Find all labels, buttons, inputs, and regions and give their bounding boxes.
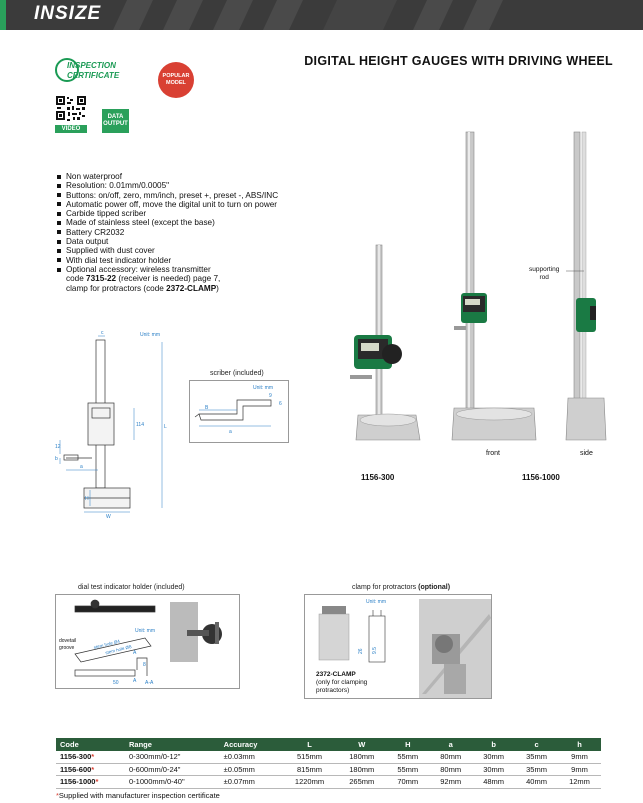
certificate-ring-icon: [55, 58, 79, 82]
svg-text:50: 50: [113, 680, 119, 686]
svg-text:Unit: mm: Unit: mm: [140, 332, 160, 338]
view-label-front: front: [486, 450, 501, 457]
table-header-row: Code Range Accuracy L W H a b c h: [56, 738, 601, 751]
brand-logo: INSIZE: [34, 3, 102, 24]
scriber-drawing: Unit: mm a B 9 6: [189, 380, 289, 443]
svg-text:A: A: [133, 678, 137, 684]
svg-text:b: b: [55, 456, 58, 462]
svg-text:H: H: [85, 496, 89, 502]
feature-item: Buttons: on/off, zero, mm/inch, preset +…: [55, 191, 278, 200]
feature-item: Automatic power off, move the digital un…: [55, 200, 278, 209]
svg-text:a: a: [80, 464, 83, 470]
svg-text:a: a: [229, 429, 232, 435]
svg-text:B: B: [205, 405, 209, 411]
header-band: [0, 0, 643, 30]
col-W: W: [337, 738, 387, 751]
svg-text:114: 114: [136, 422, 144, 428]
model-label-300: 1156-300: [361, 473, 395, 482]
feature-item-optional: Optional accessory: wireless transmitter…: [55, 265, 278, 293]
qr-code-icon[interactable]: [55, 95, 87, 127]
feature-item: With dial test indicator holder: [55, 256, 278, 265]
inspection-certificate-badge: INSPECTION CERTIFICATE: [55, 56, 135, 84]
svg-text:A: A: [133, 650, 137, 656]
clamp-caption: clamp for protractors (optional): [352, 584, 451, 591]
svg-text:stem hole Ø8: stem hole Ø8: [105, 644, 133, 655]
svg-text:8: 8: [143, 662, 146, 668]
col-a: a: [429, 738, 473, 751]
scriber-caption: scriber (included): [210, 370, 264, 377]
svg-text:12: 12: [55, 444, 61, 450]
svg-text:W: W: [106, 514, 111, 518]
col-code: Code: [56, 738, 126, 751]
svg-text:dovetail: dovetail: [59, 638, 76, 644]
footnote: *Supplied with manufacturer inspection c…: [56, 791, 220, 800]
svg-text:6: 6: [279, 401, 282, 407]
feature-item: Non waterproof: [55, 172, 278, 181]
svg-text:Unit: mm: Unit: mm: [366, 599, 386, 605]
col-c: c: [515, 738, 558, 751]
col-range: Range: [125, 738, 220, 751]
feature-item: Carbide tipped scriber: [55, 209, 278, 218]
feature-item: Data output: [55, 237, 278, 246]
model-label-1000: 1156-1000: [522, 473, 560, 482]
clamp-drawing: Unit: mm 26 9.5: [304, 594, 492, 699]
feature-item: Made of stainless steel (except the base…: [55, 218, 278, 227]
dial-holder-caption: dial test indicator holder (included): [78, 584, 185, 591]
specification-table: Code Range Accuracy L W H a b c h 1156-3…: [56, 738, 601, 789]
gauge-1156-300-photo: [350, 244, 421, 441]
height-gauge-drawing: Unit: mm c L 114 b 12 a H W: [55, 330, 167, 518]
svg-text:L: L: [164, 424, 167, 430]
svg-text:Unit: mm: Unit: mm: [253, 385, 273, 391]
svg-text:26: 26: [358, 648, 364, 654]
svg-text:Unit: mm: Unit: mm: [135, 628, 155, 634]
gauge-1156-1000-side-photo: [565, 131, 607, 441]
feature-item: Supplied with dust cover: [55, 246, 278, 255]
svg-text:groove: groove: [59, 645, 75, 651]
svg-text:9.5: 9.5: [372, 647, 378, 654]
feature-item: Battery CR2032: [55, 228, 278, 237]
svg-text:A-A: A-A: [145, 680, 154, 686]
video-label[interactable]: VIDEO: [55, 125, 87, 133]
col-L: L: [281, 738, 338, 751]
page-title: DIGITAL HEIGHT GAUGES WITH DRIVING WHEEL: [304, 54, 613, 68]
gauge-1156-1000-front-photo: [451, 131, 537, 441]
supporting-rod-pointer: [566, 270, 584, 272]
feature-item: Resolution: 0.01mm/0.0005": [55, 181, 278, 190]
col-H: H: [386, 738, 430, 751]
svg-text:9: 9: [269, 393, 272, 399]
svg-text:stem hole Ø4: stem hole Ø4: [93, 639, 121, 650]
svg-text:c: c: [101, 330, 104, 336]
col-accuracy: Accuracy: [219, 738, 282, 751]
view-label-side: side: [580, 450, 593, 457]
col-h: h: [558, 738, 601, 751]
col-b: b: [472, 738, 516, 751]
feature-list: Non waterproof Resolution: 0.01mm/0.0005…: [55, 172, 278, 293]
dial-holder-drawing: Unit: mm A A A-A 50 8 stem hole Ø4 stem …: [55, 594, 240, 689]
